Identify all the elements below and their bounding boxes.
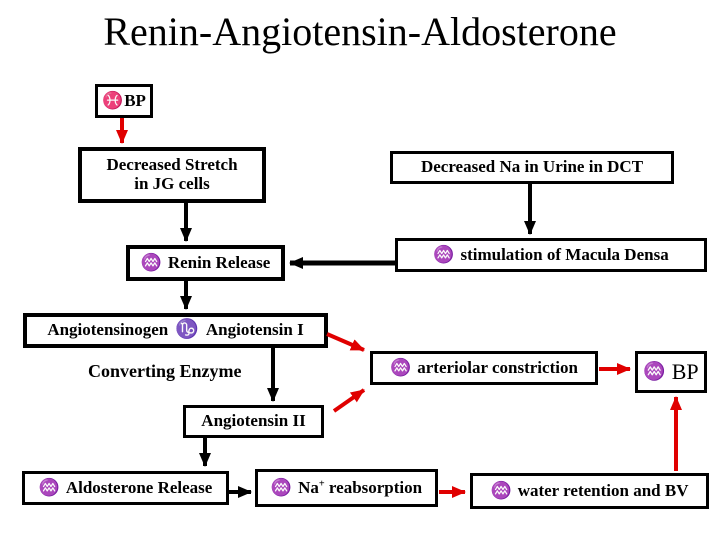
node-label: Angiotensin II [201, 411, 306, 431]
node-arteriolar-constriction: ♒arteriolar constriction [370, 351, 598, 385]
node-na-reabsorption: ♒Na+ reabsorption [255, 469, 438, 507]
pisces-icon: ♓ [102, 90, 124, 110]
node-label-left: Angiotensinogen [47, 320, 169, 340]
node-decreased-bp: ♓BP [95, 84, 153, 118]
aquarius-icon: ♒ [643, 361, 666, 382]
node-decreased-stretch-jg: Decreased Stretch in JG cells [78, 147, 266, 203]
node-label-line2: in JG cells [134, 174, 210, 193]
arrow-angiotensin1-to-arteriolar [326, 332, 365, 352]
node-label: Decreased Na in Urine in DCT [420, 157, 644, 177]
node-label: Renin Release [167, 252, 271, 272]
plus-superscript: + [318, 478, 325, 489]
node-label: stimulation of Macula Densa [460, 244, 669, 264]
node-renin-release: ♒Renin Release [126, 245, 285, 281]
node-macula-densa: ♒stimulation of Macula Densa [395, 238, 707, 272]
arrow-angiotensin2-to-arteriolar [332, 388, 366, 413]
node-aldosterone-release: ♒Aldosterone Release [22, 471, 229, 505]
node-label-line1: Decreased Stretch [106, 155, 238, 175]
node-label: BP [671, 358, 699, 384]
node-label: Aldosterone Release [65, 477, 213, 497]
aquarius-icon: ♒ [433, 244, 455, 264]
node-angiotensin2: Angiotensin II [183, 405, 324, 438]
node-label: water retention and BV [517, 480, 689, 500]
node-label: arteriolar constriction [417, 357, 578, 377]
node-water-retention-bv: ♒water retention and BV [470, 473, 709, 509]
aquarius-icon: ♒ [490, 480, 512, 500]
node-increased-bp: ♒BP [635, 351, 707, 393]
node-label: BP [124, 90, 146, 110]
aquarius-icon: ♒ [270, 477, 293, 497]
node-decreased-na-dct: Decreased Na in Urine in DCT [390, 151, 674, 184]
aquarius-icon: ♒ [140, 252, 162, 272]
node-angiotensinogen-to-angiotensin1: Angiotensinogen ♑ Angiotensin I [23, 313, 328, 348]
page-title: Renin-Angiotensin-Aldosterone [103, 9, 617, 54]
aquarius-icon: ♒ [390, 357, 412, 377]
capricorn-icon: ♑ [175, 319, 199, 341]
node-label-right: Angiotensin I [205, 320, 304, 340]
label-converting-enzyme: Converting Enzyme [88, 361, 242, 381]
node-label: Na+ reabsorption [298, 477, 423, 497]
aquarius-icon: ♒ [38, 477, 60, 497]
